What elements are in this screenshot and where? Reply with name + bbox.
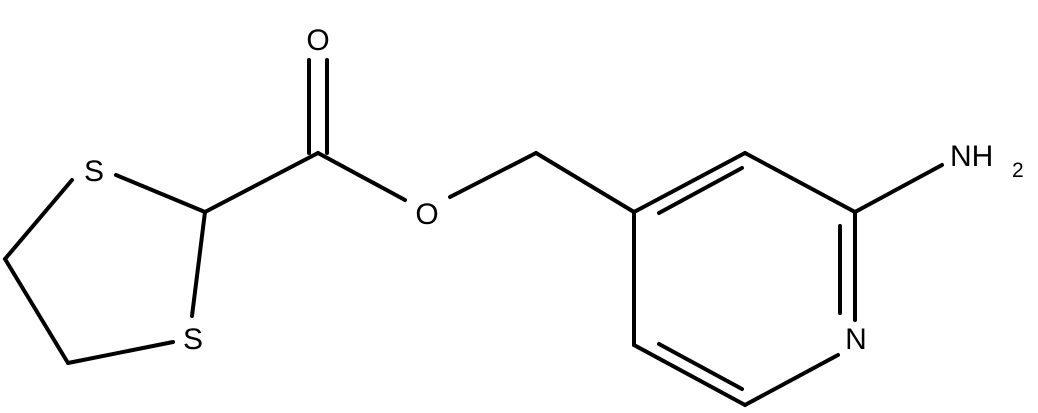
bond-c2-s3	[190, 210, 207, 318]
atom-ester-oxygen: O	[415, 198, 438, 231]
atom-sulfur-top: S	[84, 155, 104, 188]
bond-c2-carbonyl	[203, 151, 320, 214]
atom-sulfur-bottom: S	[183, 323, 203, 356]
bond-s1-c2	[114, 173, 207, 214]
bond-ch2-c4-ring	[534, 151, 636, 214]
bond-c2-nh2	[853, 163, 944, 214]
atom-amine-nitrogen: NH	[950, 140, 993, 173]
bond-ester-o-ch2	[448, 151, 538, 199]
bond-py-c4-c3-inner	[657, 166, 744, 215]
atom-ring-nitrogen: N	[845, 323, 867, 356]
bond-c4-c5	[3, 257, 70, 365]
bond-s3-c4	[66, 340, 175, 365]
atom-carbonyl-oxygen: O	[306, 24, 329, 57]
atom-amine-subscript: 2	[1012, 159, 1024, 182]
bond-carbonyl-ester-o	[316, 151, 407, 202]
bond-py-n1-c6	[743, 353, 840, 407]
bond-py-c6-c5	[632, 343, 747, 407]
bond-py-c3-c2	[743, 151, 857, 214]
bond-c5-s1	[3, 178, 74, 261]
bond-py-c6-c5-inner	[657, 342, 744, 391]
bond-py-c4-c3	[632, 151, 747, 214]
